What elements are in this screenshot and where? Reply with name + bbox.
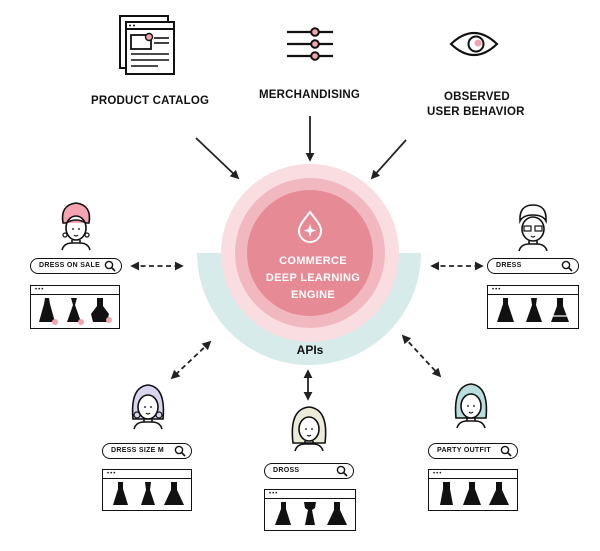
inner-circle [247,190,373,316]
search-input-dress[interactable]: DRESS [487,258,579,274]
drop-sparkle-icon [297,210,323,243]
search-query: DRESS SIZE M [111,447,164,454]
dress-icon [489,482,509,505]
arrow-bottom-left [170,340,212,380]
dress-icon [39,298,55,322]
user-behavior-label: USER BEHAVIOR [427,106,525,118]
dress-icons [497,298,569,322]
dress-icon [440,482,453,505]
dress-icon [526,298,542,322]
dress-icons [39,298,112,325]
dress-icon [327,502,347,525]
avatar-icon [131,384,165,430]
search-icon [104,260,116,272]
search-query: PARTY OUTFIT [437,447,491,454]
search-icon [336,465,348,477]
engine-line-3: ENGINE [291,289,335,301]
search-icon [561,260,573,272]
engine-line-2: DEEP LEARNING [265,272,361,284]
results-window-dress-on-sale: ••• [30,285,120,329]
results-window-dross: ••• [264,489,356,531]
avatar-icon [61,202,91,251]
search-input-dross[interactable]: DROSS [264,463,354,479]
eye-icon [449,31,499,57]
dress-icons [275,502,347,525]
search-icon [500,445,512,457]
arrow-behavior [370,139,407,180]
dress-icon [275,502,291,525]
product-catalog-label: PRODUCT CATALOG [91,95,210,107]
dress-icon [164,482,184,505]
search-icon [174,445,186,457]
results-window-party-outfit: ••• [428,469,518,511]
dress-icon [497,298,514,322]
observed-label: OBSERVED [444,91,510,103]
search-input-dress-size-m[interactable]: DRESS SIZE M [102,443,192,459]
dress-icon [304,502,316,525]
search-query: DRESS [496,262,522,269]
search-query: DRESS ON SALE [39,262,101,269]
apis-label: APIs [296,343,324,357]
dress-icons [113,482,184,505]
search-input-dress-on-sale[interactable]: DRESS ON SALE [30,258,122,274]
dress-icon [113,482,128,505]
search-query: DROSS [273,467,300,474]
arrow-catalog [195,137,240,180]
product-catalog-icon [119,15,175,75]
results-window-dress: ••• [487,285,579,329]
dress-icons [440,482,509,505]
engine-label: COMMERCE DEEP LEARNING ENGINE [238,253,388,304]
engine-line-1: COMMERCE [279,255,347,267]
dress-icon [67,298,81,322]
avatar-icon [291,406,327,452]
avatar-icon [454,383,488,429]
avatar-icon [518,204,548,252]
arrow-bottom-right [401,334,442,378]
results-window-dress-size-m: ••• [102,469,192,511]
dress-icon [463,482,481,505]
search-input-party-outfit[interactable]: PARTY OUTFIT [428,443,518,459]
sliders-icon [287,27,333,61]
dress-icon [141,482,155,505]
dress-icon [91,298,109,322]
merchandising-label: MERCHANDISING [259,89,360,101]
dress-icon [551,298,569,322]
